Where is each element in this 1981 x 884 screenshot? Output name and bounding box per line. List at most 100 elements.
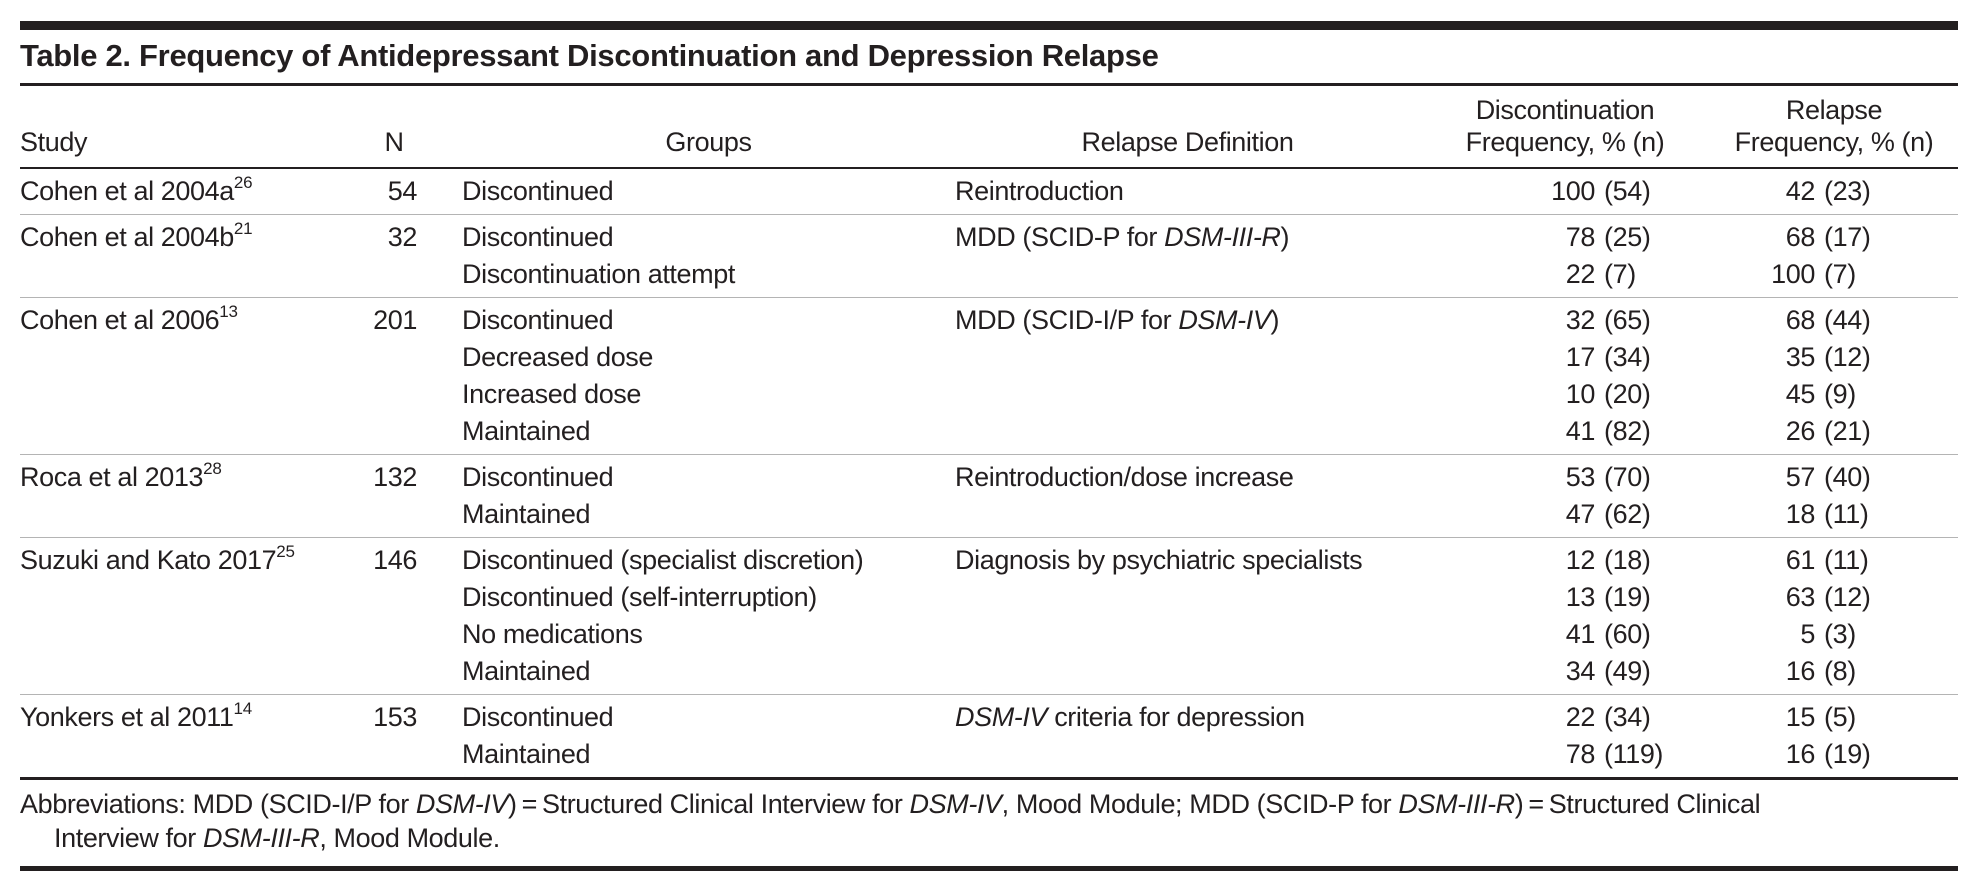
- relapse-definition-segment: Reintroduction: [955, 176, 1124, 206]
- study-cell: Roca et al 201328: [20, 459, 370, 533]
- discontinuation-percent: 41: [1565, 619, 1596, 649]
- relapse-frequency-cell: 68 (17) 100(7): [1710, 219, 1958, 293]
- relapse-frequency-value: 57(40): [1710, 459, 1958, 496]
- n-value: 153: [373, 702, 417, 732]
- relapse-definition-cell: MDD (SCID-P for DSM-III-R): [955, 219, 1420, 293]
- top-rule: [20, 21, 1958, 30]
- discontinuation-frequency-value: 47(62): [1420, 496, 1710, 533]
- relapse-percent: 68: [1785, 305, 1816, 335]
- study-reference-number: 13: [219, 302, 238, 321]
- discontinuation-count: (34): [1604, 702, 1651, 732]
- relapse-frequency-value: 26(21): [1710, 413, 1958, 450]
- discontinuation-count: (60): [1604, 619, 1651, 649]
- footnote-segment: Abbreviations: MDD (SCID-I/P for: [20, 789, 416, 819]
- discontinuation-percent: 34: [1565, 656, 1596, 686]
- study-name: Cohen et al 2004a: [20, 176, 234, 206]
- relapse-frequency-value: 68 (44): [1710, 302, 1958, 339]
- column-header-relapse-definition: Relapse Definition: [1081, 127, 1294, 157]
- footnote-segment: , Mood Module.: [319, 823, 500, 853]
- group-label: Maintained: [462, 656, 591, 686]
- footnote-line: Interview for DSM-III-R, Mood Module.: [20, 821, 1958, 855]
- n-cell: 54: [370, 173, 418, 210]
- study-cell: Suzuki and Kato 201725: [20, 542, 370, 690]
- relapse-count: (12): [1824, 582, 1871, 612]
- discontinuation-frequency-value: 13(19): [1420, 579, 1710, 616]
- relapse-frequency-value: 68 (17): [1710, 219, 1958, 256]
- footnote-line: Abbreviations: MDD (SCID-I/P for DSM-IV)…: [20, 787, 1958, 821]
- column-header-line: Discontinuation: [1475, 95, 1655, 125]
- relapse-percent: 5: [1800, 619, 1815, 649]
- table-content: Table 2. Frequency of Antidepressant Dis…: [20, 0, 1958, 871]
- group-label: Maintained: [462, 499, 591, 529]
- study-line: Yonkers et al 201114: [20, 699, 370, 736]
- relapse-definition-segment: Reintroduction/dose increase: [955, 462, 1294, 492]
- relapse-frequency-cell: 61(11)63(12)5(3)16(8): [1710, 542, 1958, 690]
- discontinuation-frequency-value: 34(49): [1420, 653, 1710, 690]
- discontinuation-frequency-value: 10(20): [1420, 376, 1710, 413]
- table-footnote: Abbreviations: MDD (SCID-I/P for DSM-IV)…: [20, 780, 1958, 866]
- n-value: 132: [373, 462, 417, 492]
- relapse-count: (7): [1824, 259, 1856, 289]
- relapse-count: (17): [1824, 222, 1871, 252]
- discontinuation-percent: 100: [1551, 176, 1595, 206]
- n-value: 54: [387, 176, 418, 206]
- study-name: Cohen et al 2004b: [20, 222, 234, 252]
- group-label: Discontinued (specialist discretion): [462, 545, 864, 575]
- relapse-frequency-value: 61(11): [1710, 542, 1958, 579]
- header-rule: [20, 167, 1958, 169]
- relapse-definition-segment: criteria for depression: [1047, 702, 1305, 732]
- n-value: 146: [373, 545, 417, 575]
- relapse-count: (12): [1824, 342, 1871, 372]
- relapse-count: (19): [1824, 739, 1871, 769]
- discontinuation-percent: 47: [1565, 499, 1596, 529]
- group-label: Maintained: [462, 739, 591, 769]
- relapse-frequency-value: 100(7): [1710, 256, 1958, 293]
- study-line: Cohen et al 2004a26: [20, 173, 370, 210]
- discontinuation-count: (19): [1604, 582, 1651, 612]
- relapse-count: (3): [1824, 619, 1856, 649]
- discontinuation-percent: 78: [1565, 739, 1596, 769]
- footnote-italic-segment: DSM-III-R: [202, 823, 320, 853]
- study-line: Roca et al 201328: [20, 459, 370, 496]
- column-header-line: Relapse: [1785, 95, 1883, 125]
- n-cell: 132: [370, 459, 418, 533]
- discontinuation-frequency-value: 22(34): [1420, 699, 1710, 736]
- discontinuation-count: (20): [1604, 379, 1651, 409]
- relapse-count: (44): [1824, 305, 1871, 335]
- relapse-percent: 16: [1785, 656, 1816, 686]
- column-header-line: Frequency, % (n): [1465, 127, 1665, 157]
- relapse-definition-cell: Reintroduction/dose increase: [955, 459, 1420, 533]
- relapse-percent: 61: [1785, 545, 1816, 575]
- discontinuation-count: (65): [1604, 305, 1651, 335]
- relapse-percent: 18: [1785, 499, 1816, 529]
- discontinuation-frequency-value: 100(54): [1420, 173, 1710, 210]
- relapse-definition: Diagnosis by psychiatric specialists: [955, 542, 1420, 579]
- relapse-definition: Reintroduction: [955, 173, 1420, 210]
- study-line: Cohen et al 2004b21: [20, 219, 370, 256]
- discontinuation-count: (70): [1604, 462, 1651, 492]
- relapse-frequency-value: 16(19): [1710, 736, 1958, 773]
- group-label: Discontinuation attempt: [462, 259, 735, 289]
- relapse-frequency-value: 15(5): [1710, 699, 1958, 736]
- discontinuation-percent: 78: [1565, 222, 1596, 252]
- discontinuation-frequency-cell: 53(70)47(62): [1420, 459, 1710, 533]
- relapse-definition-cell: DSM-IV criteria for depression: [955, 699, 1420, 773]
- study-reference-number: 14: [233, 699, 252, 718]
- study-cell: Cohen et al 2004a26: [20, 173, 370, 210]
- relapse-percent: 57: [1785, 462, 1816, 492]
- relapse-definition-segment: MDD (SCID-I/P for: [955, 305, 1179, 335]
- relapse-frequency-cell: 57(40)18(11): [1710, 459, 1958, 533]
- n-cell: 146: [370, 542, 418, 690]
- study-name: Yonkers et al 2011: [20, 702, 234, 732]
- study-line: Cohen et al 200613: [20, 302, 370, 339]
- discontinuation-percent: 17: [1565, 342, 1596, 372]
- relapse-percent: 68: [1785, 222, 1816, 252]
- discontinuation-count: (82): [1604, 416, 1651, 446]
- table-header-row: Study N Groups Relapse Definition Discon…: [20, 86, 1958, 167]
- study-reference-number: 21: [233, 219, 253, 238]
- table-title: Table 2. Frequency of Antidepressant Dis…: [20, 38, 1159, 73]
